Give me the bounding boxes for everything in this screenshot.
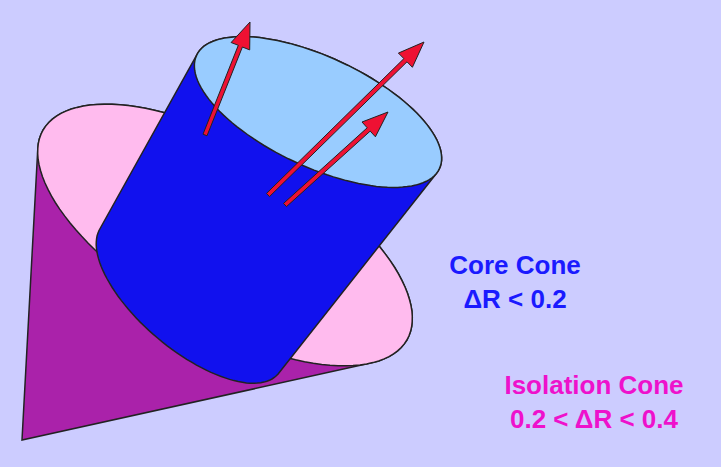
core-cone-body [96, 37, 441, 384]
label-holder: Isolation Cone [504, 370, 683, 400]
particle-arrow [284, 112, 389, 207]
cone-title: Core Cone [449, 250, 580, 280]
cone-title: Isolation Cone [504, 370, 683, 400]
cone-size: 0.2 < ΔR < 0.4 [510, 404, 678, 434]
label-holder: Core Cone [449, 250, 580, 280]
cone-size: ΔR < 0.2 [463, 284, 566, 314]
particle-arrow [267, 42, 425, 197]
label-holder: ΔR < 0.2 [463, 284, 566, 314]
label-holder: 0.2 < ΔR < 0.4 [510, 404, 678, 434]
particle-arrow [203, 22, 250, 136]
